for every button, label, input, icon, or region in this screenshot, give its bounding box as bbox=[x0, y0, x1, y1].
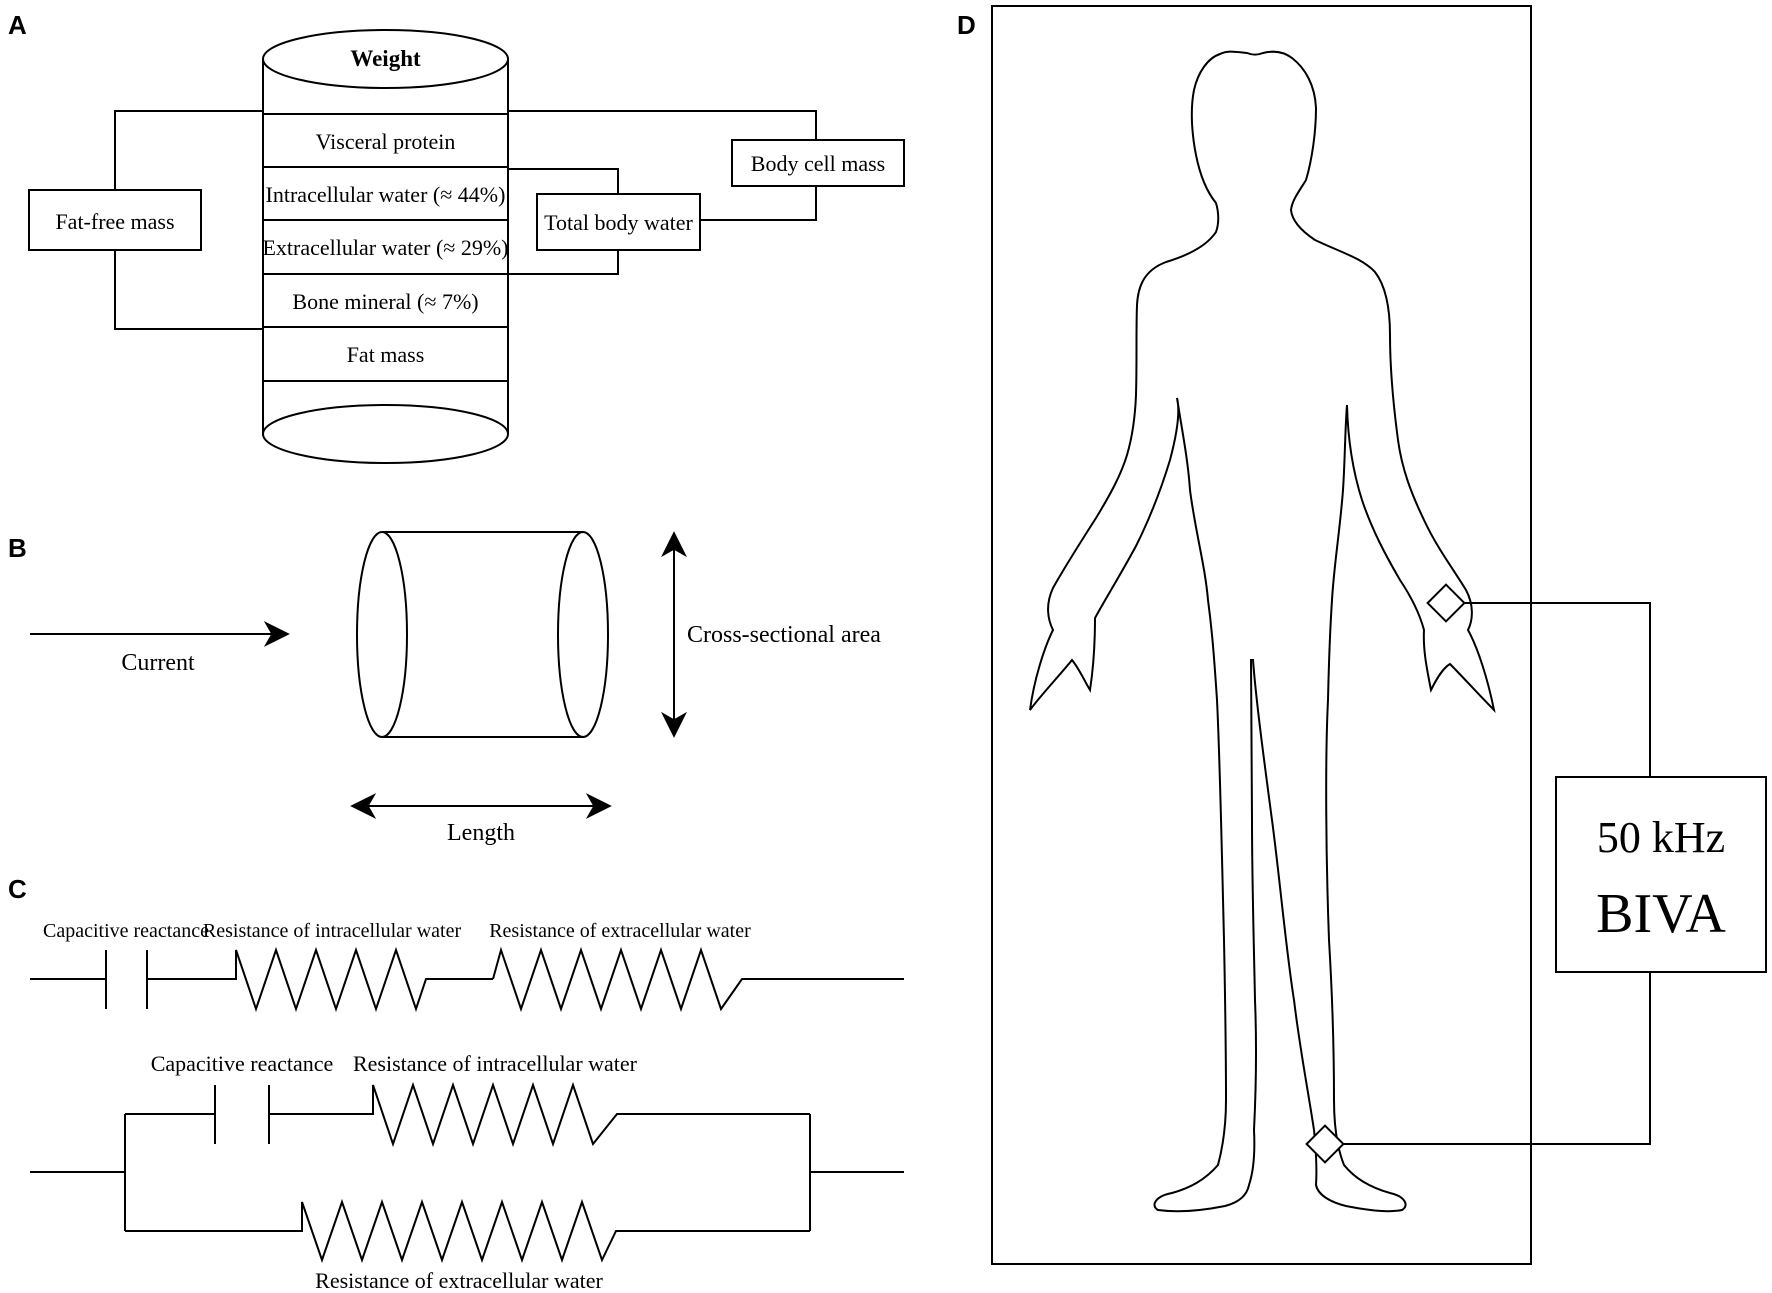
panel-a-composition: Weight Visceral protein Intracellular wa… bbox=[28, 29, 905, 464]
tbw-upper-bracket bbox=[508, 168, 619, 194]
hand-lead bbox=[1464, 602, 1651, 777]
subject-frame bbox=[991, 5, 1532, 1265]
tbw-lower-bracket bbox=[508, 250, 619, 275]
weight-label: Weight bbox=[350, 46, 421, 71]
total-body-water-box bbox=[536, 193, 701, 251]
total-body-water-label: Total body water bbox=[544, 210, 693, 235]
device-name-label: BIVA bbox=[1596, 883, 1726, 945]
series-resistor-extracellular bbox=[492, 946, 904, 1013]
parallel-resistance-extracellular-label: Resistance of extracellular water bbox=[315, 1268, 603, 1293]
conductor-left-end bbox=[356, 531, 408, 738]
panel-label-b: B bbox=[8, 533, 27, 563]
body-cell-mass-label: Body cell mass bbox=[751, 151, 885, 176]
foot-lead bbox=[1343, 972, 1651, 1145]
series-resistance-extracellular-label: Resistance of extracellular water bbox=[489, 920, 751, 942]
panel-c-circuits: Capacitive reactance Resistance of intra… bbox=[30, 920, 904, 1293]
panel-d-biva: 50 kHz BIVA bbox=[991, 5, 1767, 1265]
series-resistor-intracellular bbox=[147, 946, 493, 1013]
panel-label-d: D bbox=[957, 10, 976, 40]
length-label: Length bbox=[447, 820, 515, 846]
hand-electrode bbox=[1426, 583, 1466, 623]
parallel-resistor-extracellular bbox=[125, 1198, 810, 1264]
body-cell-mass-box bbox=[731, 139, 905, 187]
series-circuit: Capacitive reactance Resistance of intra… bbox=[30, 920, 904, 1013]
parallel-resistance-intracellular-label: Resistance of intracellular water bbox=[353, 1051, 638, 1076]
panel-b-conductor: Current Cross-sectional area Length bbox=[30, 531, 881, 846]
biva-device-box bbox=[1555, 776, 1767, 973]
row-extracellular-water: Extracellular water (≈ 29%) bbox=[262, 235, 508, 260]
row-visceral-protein: Visceral protein bbox=[316, 129, 456, 154]
conductor-right-end bbox=[557, 531, 609, 738]
series-resistance-intracellular-label: Resistance of intracellular water bbox=[203, 920, 462, 942]
parallel-resistor-intracellular bbox=[269, 1081, 810, 1148]
ffm-lower-bracket bbox=[114, 250, 263, 330]
panel-label-a: A bbox=[8, 10, 27, 40]
body-silhouette bbox=[1029, 50, 1496, 1213]
parallel-capacitive-reactance-label: Capacitive reactance bbox=[151, 1051, 334, 1076]
current-label: Current bbox=[121, 650, 195, 676]
row-bone-mineral: Bone mineral (≈ 7%) bbox=[292, 289, 478, 314]
panel-label-c: C bbox=[8, 874, 27, 904]
row-intracellular-water: Intracellular water (≈ 44%) bbox=[266, 182, 506, 207]
cylinder-bottom bbox=[262, 404, 509, 464]
fat-free-mass-box bbox=[28, 189, 202, 251]
fat-free-mass-label: Fat-free mass bbox=[55, 209, 174, 234]
cross-sectional-area-label: Cross-sectional area bbox=[687, 622, 881, 648]
device-frequency-label: 50 kHz bbox=[1597, 813, 1725, 862]
cylinder-top bbox=[262, 29, 509, 89]
series-capacitive-reactance-label: Capacitive reactance bbox=[43, 920, 209, 942]
row-fat-mass: Fat mass bbox=[347, 342, 425, 367]
bcm-lower-bracket bbox=[700, 186, 817, 221]
foot-electrode bbox=[1305, 1124, 1345, 1164]
parallel-circuit: Capacitive reactance Resistance of intra… bbox=[30, 1051, 904, 1293]
